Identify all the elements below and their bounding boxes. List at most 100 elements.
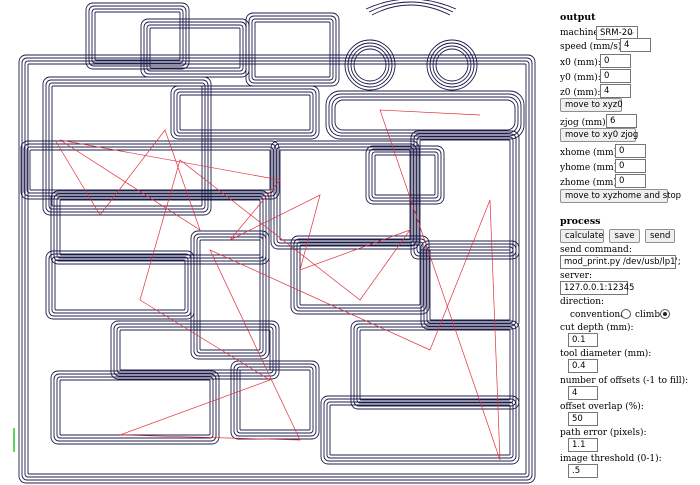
move-to-xy0-zjog-button[interactable]: move to xy0 zjog [560,128,638,142]
toolpath-contour [85,2,190,70]
toolpath-contour [26,146,274,194]
logo-wheel-contour [353,48,387,82]
toolpath-contour [91,8,184,64]
toolpath-contour [21,57,533,481]
output-section-title: output [560,12,596,23]
direction-label: direction: [560,297,605,307]
offset-overlap-input[interactable]: 50 [568,412,598,426]
save-button[interactable]: save [609,229,640,243]
logo-banner-contour [334,99,516,131]
z0-label: z0 (mm): [560,88,601,98]
chevron-down-icon: ⌵ [627,28,634,37]
toolpath-contour [374,154,436,196]
z0-input[interactable]: 4 [600,84,631,98]
toolpath-drawing [18,0,536,484]
xhome-input[interactable]: 0 [615,144,646,158]
send-button[interactable]: send [645,229,675,243]
toolpath-contour [296,241,424,309]
server-input[interactable]: 127.0.0.1:12345 [560,281,634,295]
logo-wheel-contour [350,45,390,85]
logo-wheel-contour [426,39,478,91]
toolpath-contour [193,233,267,357]
toolpath-contour [236,366,314,434]
y0-input[interactable]: 0 [600,69,631,83]
logo-banner-contour [331,96,519,134]
zhome-input[interactable]: 0 [615,174,646,188]
toolpath-contour [320,395,520,465]
logo-banner-contour [325,90,525,140]
toolpath-contour [170,85,320,140]
toolpath-contour [94,11,181,61]
image-threshold-input[interactable]: .5 [568,464,598,478]
logo-arc-contour [368,1,454,13]
toolpath-contour [149,27,241,69]
toolpath-contour [50,190,270,265]
offsets-label: number of offsets (-1 to fill): [560,376,689,386]
toolpath-contour [48,82,206,210]
toolpath-contour [173,88,317,137]
toolpath-contour [293,238,427,312]
toolpath-contour [59,199,261,256]
y0-label: y0 (mm): [560,73,601,83]
toolpath-contour [248,15,337,84]
toolpath-contour [56,196,264,259]
speed-input[interactable]: 4 [620,38,651,52]
move-to-xyzhome-and-stop-button[interactable]: move to xyzhome and stop [560,189,681,203]
tool-diameter-label: tool diameter (mm): [560,349,652,359]
machine-label: machine [560,28,599,38]
toolpath-contour [53,373,217,442]
logo-wheel-contour [344,39,396,91]
x0-input[interactable]: 0 [600,54,631,68]
toolpath-contour [329,404,511,456]
yhome-input[interactable]: 0 [615,159,646,173]
climb-label: climb [635,310,661,320]
path-error-label: path error (pixels): [560,428,647,438]
toolpath-contour [251,18,334,81]
toolpath-contour [54,259,186,311]
toolpath-contour [371,151,439,199]
toolpath-contour [239,369,311,431]
toolpath-canvas[interactable] [0,0,552,485]
toolpath-contour [53,193,267,262]
toolpath-contour [24,60,530,478]
toolpath-contour [423,243,517,327]
machine-select[interactable]: SRM-20 ⌵ [596,26,638,40]
toolpath-contour [119,329,271,371]
toolpath-contour [42,76,212,216]
image-threshold-label: image threshold (0-1): [560,454,662,464]
logo-banner-contour [328,93,522,137]
toolpath-contour [29,149,271,191]
x0-label: x0 (mm): [560,58,601,68]
toolpath-contour [146,24,244,72]
offsets-input[interactable]: 4 [568,386,598,400]
toolpath-contour [88,5,187,67]
path-error-input[interactable]: 1.1 [568,438,598,452]
logo-wheel-contour [429,42,475,88]
calculate-button[interactable]: calculate [560,229,604,243]
zjog-label: zjog (mm): [560,118,609,128]
move-to-xyz0-button[interactable]: move to xyz0 [560,98,623,112]
origin-marker [13,428,15,452]
toolpath-contour [299,244,421,306]
send-command-label: send command: [560,245,632,255]
process-section-title: process [560,216,601,227]
toolpath-contour [353,323,517,407]
conventional-radio[interactable] [621,309,631,319]
logo-wheel-contour [435,48,469,82]
cut-depth-input[interactable]: 0.1 [568,333,598,347]
toolpath-contour [350,320,520,410]
tool-diameter-input[interactable]: 0.4 [568,359,598,373]
machine-select-value: SRM-20 [600,28,633,38]
yhome-label: yhome (mm): [560,163,621,173]
toolpath-contour [196,236,264,354]
toolpath-contour [365,145,445,205]
toolpath-contour [359,329,511,401]
toolpath-contour [48,253,192,317]
toolpath-contour [110,320,280,380]
toolpath-contour [199,239,261,351]
zjog-input[interactable]: 6 [606,114,637,128]
toolpath-contour [233,363,317,437]
send-command-input[interactable]: mod_print.py /dev/usb/lp1'; [560,255,681,269]
toolpath-contour [51,85,203,207]
climb-radio[interactable] [660,309,670,319]
